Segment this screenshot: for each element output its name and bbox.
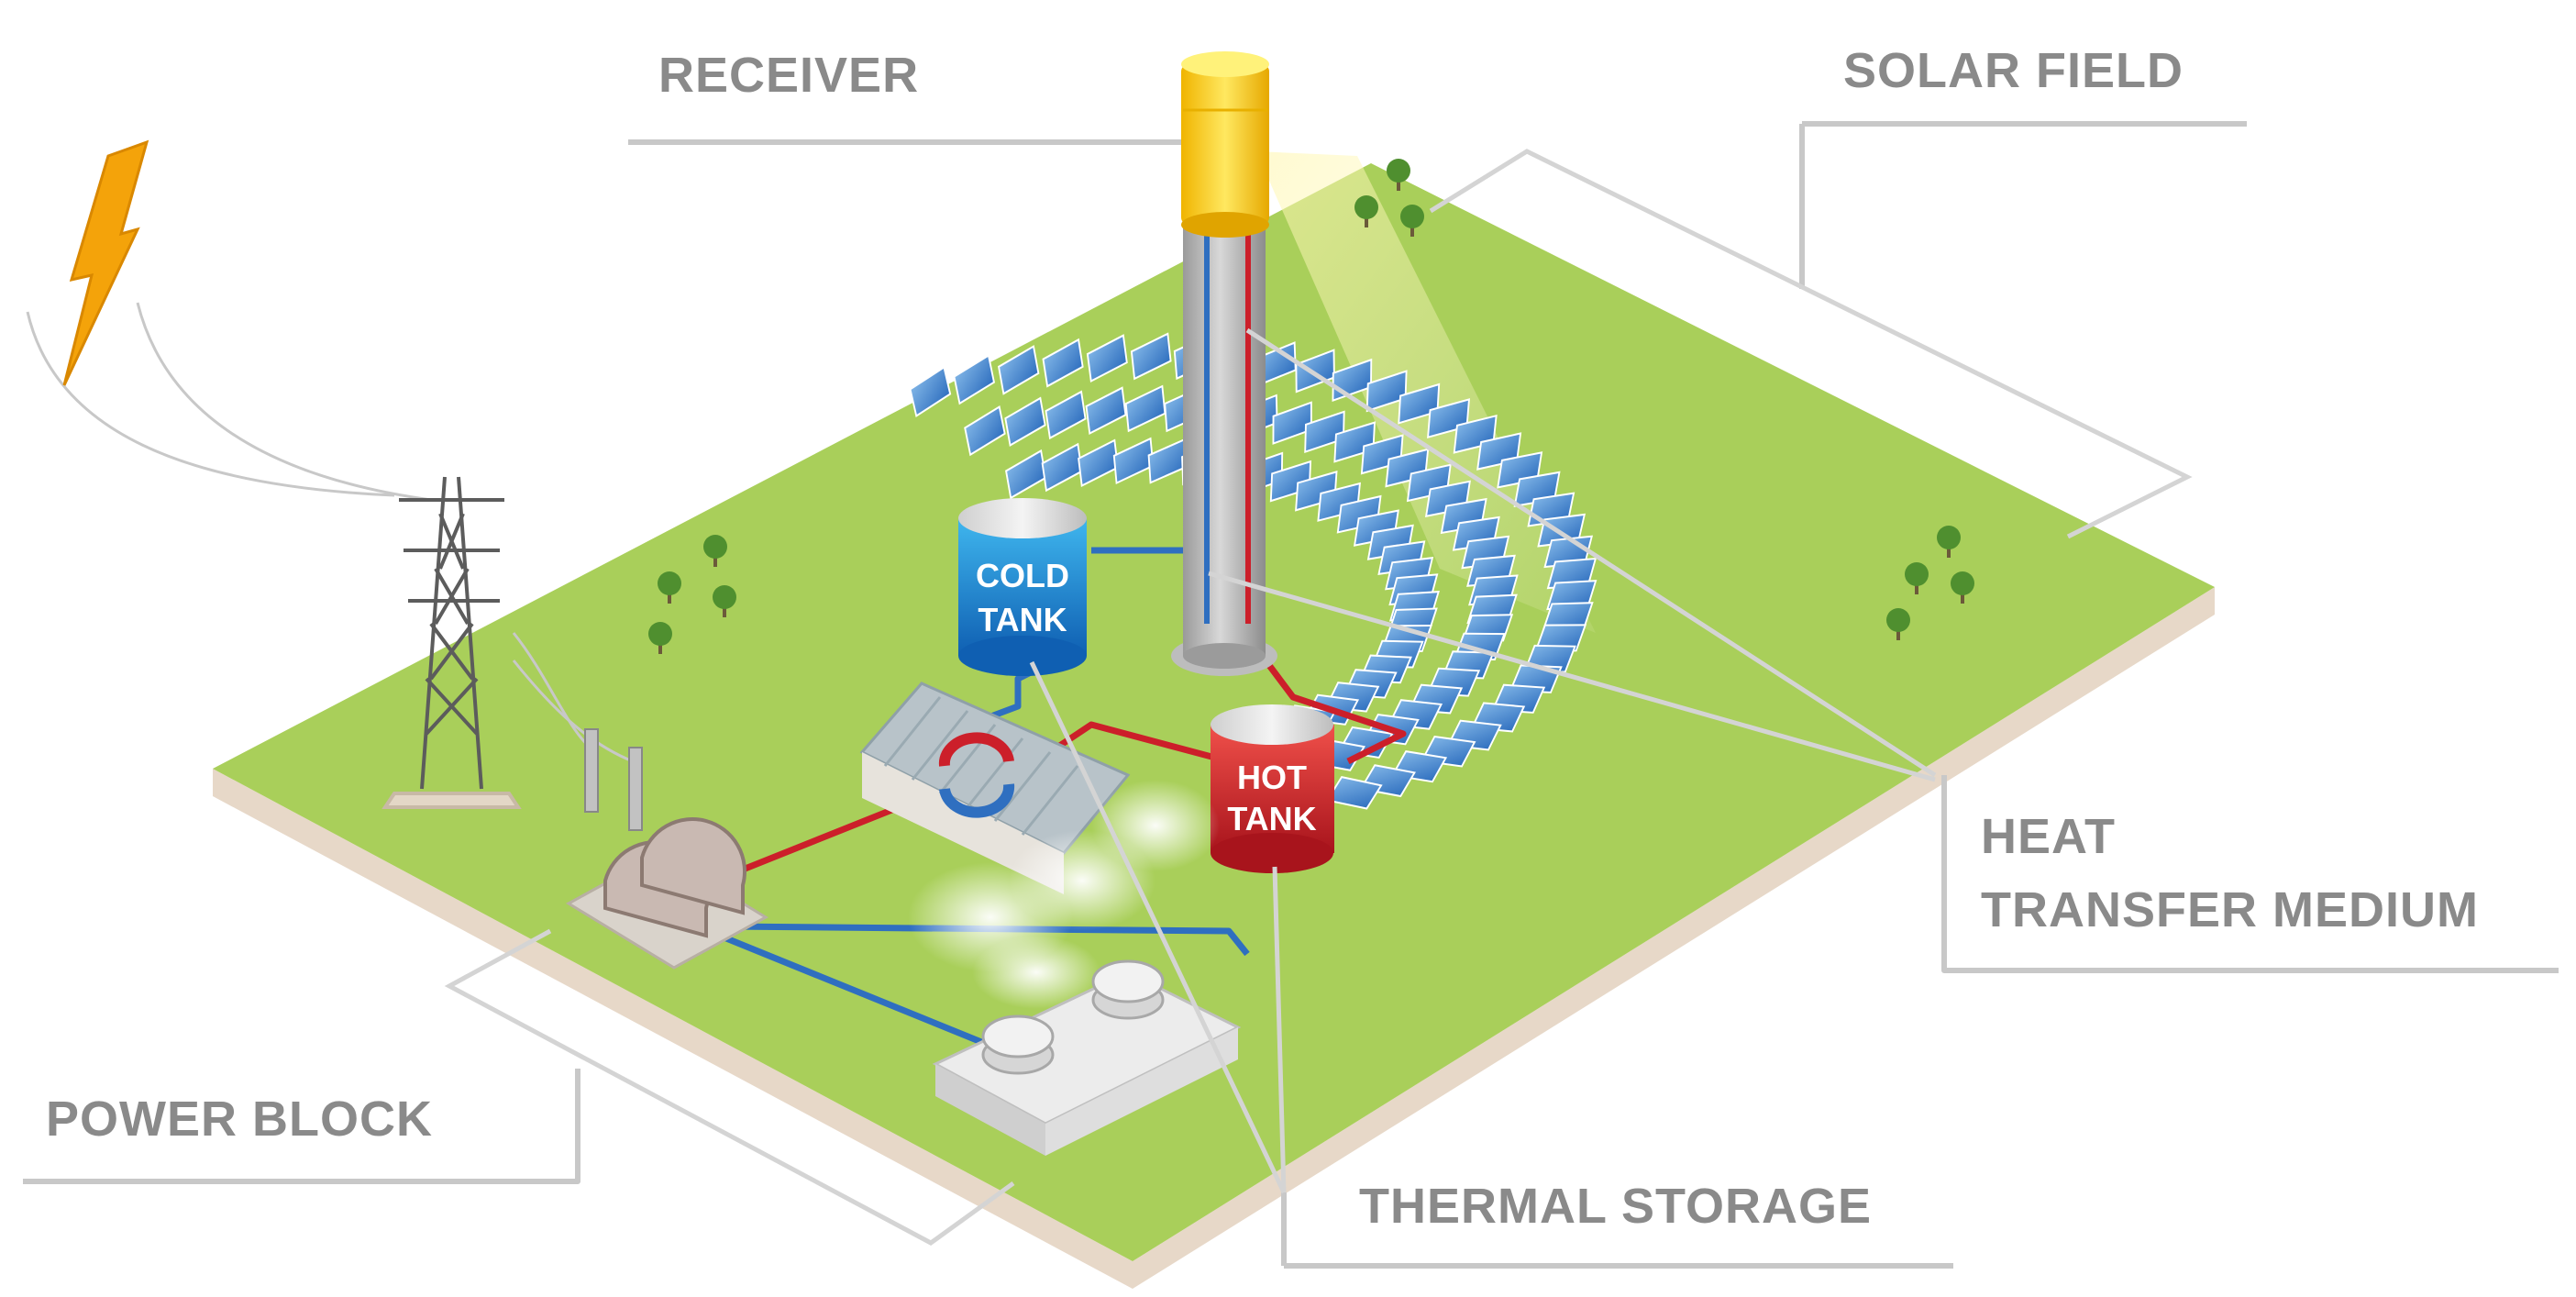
- leader-thermal-storage: [1281, 1192, 1953, 1269]
- leader-power-block: [23, 1069, 580, 1184]
- turbine-generator: [603, 816, 746, 938]
- insulators: [584, 728, 643, 831]
- hot-tank-line2: TANK: [1227, 800, 1316, 837]
- tree: [1905, 562, 1929, 594]
- cold-tank-line1: COLD: [976, 557, 1069, 594]
- label-thermal-storage: THERMAL STORAGE: [1359, 1179, 1872, 1234]
- tree: [648, 622, 672, 654]
- heliostat: [1295, 349, 1335, 394]
- heliostat: [1045, 390, 1087, 440]
- tree: [1400, 205, 1424, 237]
- tree: [713, 585, 736, 617]
- heliostat: [1325, 776, 1383, 810]
- power-block: [566, 728, 768, 970]
- heliostat: [1004, 396, 1046, 448]
- leader-heat-transfer-a: [1245, 327, 1937, 778]
- tree: [703, 535, 727, 567]
- leader-lines: [23, 121, 2559, 1269]
- heliostat: [909, 365, 952, 418]
- leader-heat-transfer: [1941, 775, 2559, 973]
- transmission-lines: [26, 302, 634, 763]
- tree: [1354, 195, 1378, 227]
- heliostat: [997, 345, 1040, 395]
- ground-plate: [213, 163, 2215, 1289]
- heliostat: [1365, 370, 1408, 413]
- label-heat-line1: HEAT: [1981, 809, 2116, 864]
- cold-tank-line2: TANK: [978, 601, 1067, 638]
- tree: [1387, 159, 1410, 191]
- leader-heat-transfer-b: [1208, 571, 1936, 782]
- heliostat: [1112, 437, 1155, 485]
- ground-plate-top: [213, 163, 2215, 1261]
- solar-tower: [1171, 220, 1277, 676]
- heliostat: [1086, 334, 1128, 383]
- hot-tank: HOT TANK: [1211, 704, 1334, 873]
- leader-solar-field-bracket: [1429, 149, 2193, 539]
- heat-exchanger: [859, 682, 1131, 894]
- heliostat: [1304, 410, 1345, 453]
- heat-exchanger-cycle-icon: [938, 732, 1015, 818]
- label-heat-line2: TRANSFER MEDIUM: [1981, 882, 2479, 937]
- transmission-tower-icon: [381, 476, 522, 809]
- label-receiver: RECEIVER: [658, 48, 919, 103]
- tree: [1937, 526, 1961, 558]
- tree: [1886, 608, 1910, 640]
- heliostat: [1085, 386, 1127, 436]
- hot-tank-line1: HOT: [1237, 759, 1307, 796]
- heliostat: [1272, 401, 1312, 445]
- leader-solar-field: [1799, 121, 2247, 289]
- leader-power-block-bracket: [444, 928, 1015, 1246]
- label-solar-field: SOLAR FIELD: [1843, 43, 2184, 98]
- steam-clouds: [908, 780, 1220, 1009]
- leader-thermal-storage-b: [1272, 866, 1287, 1193]
- receiver-icon: [1181, 51, 1269, 238]
- trees: [648, 159, 1974, 654]
- heliostat: [1398, 382, 1441, 425]
- heliostat: [1042, 338, 1084, 388]
- tree: [1951, 571, 1974, 604]
- cooling-unit: [932, 959, 1242, 1156]
- cold-tank: COLD TANK: [958, 498, 1087, 676]
- heliostat: [1124, 384, 1166, 433]
- lightning-bolt-icon: [62, 139, 149, 386]
- heliostat: [1130, 332, 1172, 381]
- tree: [658, 571, 681, 604]
- heliostat: [953, 353, 996, 405]
- label-power-block: POWER BLOCK: [46, 1092, 433, 1147]
- heliostat: [964, 405, 1006, 457]
- leader-thermal-storage-a: [1029, 660, 1287, 1194]
